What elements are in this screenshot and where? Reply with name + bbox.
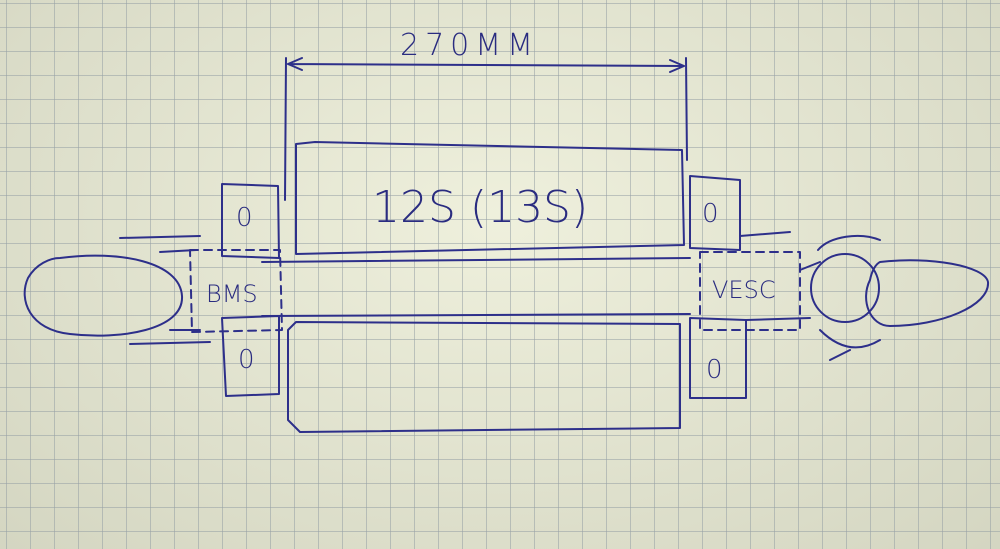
bms-label: BMS <box>206 280 258 308</box>
top-battery-pack <box>295 141 685 255</box>
mount-hole-label: 0 <box>238 345 255 375</box>
right-top-bracket <box>689 175 741 251</box>
dimension-label: 270MM <box>400 28 539 63</box>
right-wheel <box>865 259 990 327</box>
bms-box <box>189 249 283 333</box>
vesc-label: VESC <box>712 276 776 304</box>
mount-hole-label: 0 <box>236 203 253 233</box>
mount-hole-label: 0 <box>702 199 719 229</box>
left-top-bracket <box>221 183 280 259</box>
left-wires <box>119 235 211 345</box>
motor-leads <box>817 234 881 361</box>
mount-hole-label: 0 <box>706 355 723 385</box>
battery-label: 12S (13S) <box>372 182 588 233</box>
right-bottom-bracket <box>689 317 747 399</box>
bottom-battery-pack <box>287 321 681 433</box>
left-wheel <box>23 254 184 337</box>
central-rail <box>261 257 691 317</box>
dimension-line <box>284 57 688 201</box>
motor <box>810 253 880 323</box>
left-bottom-bracket <box>221 315 280 397</box>
right-wires <box>739 231 821 321</box>
